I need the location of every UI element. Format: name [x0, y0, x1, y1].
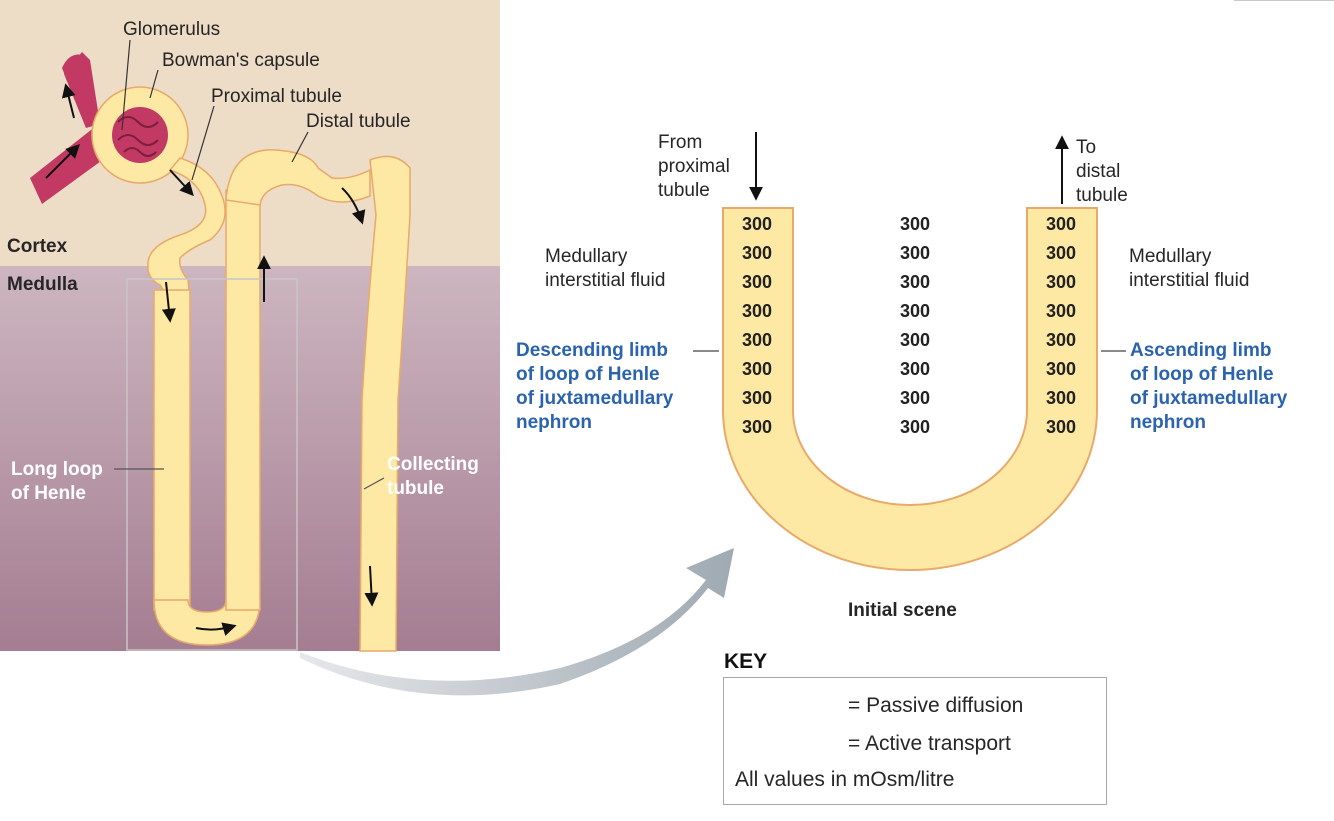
descending-value: 300 [741, 272, 773, 292]
descending-value: 300 [741, 243, 773, 263]
key-box: = Passive diffusion = Active transport A… [723, 677, 1107, 805]
passive-diffusion-label: = Passive diffusion [848, 694, 1024, 717]
ascending-value: 300 [1045, 301, 1077, 321]
glomerulus-label: Glomerulus [123, 19, 221, 40]
ascending-limb-line4: nephron [1130, 412, 1206, 433]
ascending-value: 300 [1045, 388, 1077, 408]
medulla-label: Medulla [7, 274, 78, 295]
descending-value: 300 [741, 417, 773, 437]
interstitial-value: 300 [899, 330, 931, 350]
ascending-value: 300 [1045, 417, 1077, 437]
descending-limb-line3: of juxtamedullary [516, 388, 674, 409]
left-fluid-label-line2: interstitial fluid [545, 270, 666, 291]
ascending-value: 300 [1045, 359, 1077, 379]
units-note: All values in mOsm/litre [735, 768, 955, 791]
to-label-line3: tubule [1076, 185, 1128, 206]
collecting-tubule-label-line1: Collecting [387, 454, 479, 475]
descending-value: 300 [741, 301, 773, 321]
interstitial-value: 300 [899, 243, 931, 263]
long-loop-label-line2: of Henle [11, 483, 86, 504]
flow-arrows [45, 83, 379, 636]
active-transport-label: = Active transport [848, 732, 1011, 755]
loop-of-henle-u [722, 207, 1098, 571]
zoom-box [126, 278, 298, 651]
ascending-limb-label: Ascending limb of loop of Henle of juxta… [1130, 339, 1287, 435]
ascending-value: 300 [1045, 214, 1077, 234]
bowmans-capsule-label: Bowman's capsule [162, 50, 320, 71]
proximal-tubule-label: Proximal tubule [211, 86, 342, 107]
leader-lines [114, 39, 385, 490]
descending-value: 300 [741, 359, 773, 379]
interstitial-value: 300 [899, 388, 931, 408]
to-label-line2: distal [1076, 161, 1121, 182]
ascending-limb-line3: of juxtamedullary [1130, 388, 1288, 409]
interstitial-value: 300 [899, 417, 931, 437]
glomerulus-capillaries [112, 107, 168, 163]
descending-limb-line2: of loop of Henle [516, 364, 660, 385]
descending-limb-label: Descending limb of loop of Henle of juxt… [516, 339, 673, 435]
descending-limb-line1: Descending limb [516, 340, 669, 361]
from-label-line3: tubule [658, 180, 710, 201]
descending-value: 300 [741, 330, 773, 350]
right-fluid-label-line1: Medullary [1129, 246, 1212, 267]
long-loop-label-line1: Long loop [11, 459, 103, 480]
descending-value: 300 [741, 388, 773, 408]
descending-limb-line4: nephron [516, 412, 592, 433]
ascending-value: 300 [1045, 272, 1077, 292]
interstitial-value: 300 [899, 359, 931, 379]
interstitial-value: 300 [899, 214, 931, 234]
from-label-line1: From [658, 132, 703, 153]
interstitial-value: 300 [899, 272, 931, 292]
to-label-line1: To [1076, 137, 1097, 158]
top-edge-line [1234, 0, 1334, 1]
cortex-label: Cortex [7, 236, 68, 257]
descending-value: 300 [741, 214, 773, 234]
ascending-value: 300 [1045, 243, 1077, 263]
blood-vessel [30, 52, 108, 204]
distal-tubule-label: Distal tubule [306, 111, 411, 132]
ascending-limb-line2: of loop of Henle [1130, 364, 1274, 385]
interstitial-value: 300 [899, 301, 931, 321]
caption: Initial scene [848, 600, 957, 621]
ascending-limb-line1: Ascending limb [1130, 340, 1272, 361]
right-fluid-label-line2: interstitial fluid [1129, 270, 1250, 291]
nephron-tubule [91, 86, 411, 652]
left-fluid-label-line1: Medullary [545, 246, 628, 267]
collecting-tubule-label-line2: tubule [387, 478, 444, 499]
ascending-value: 300 [1045, 330, 1077, 350]
key-title: KEY [724, 650, 768, 673]
from-label-line2: proximal [658, 156, 730, 177]
